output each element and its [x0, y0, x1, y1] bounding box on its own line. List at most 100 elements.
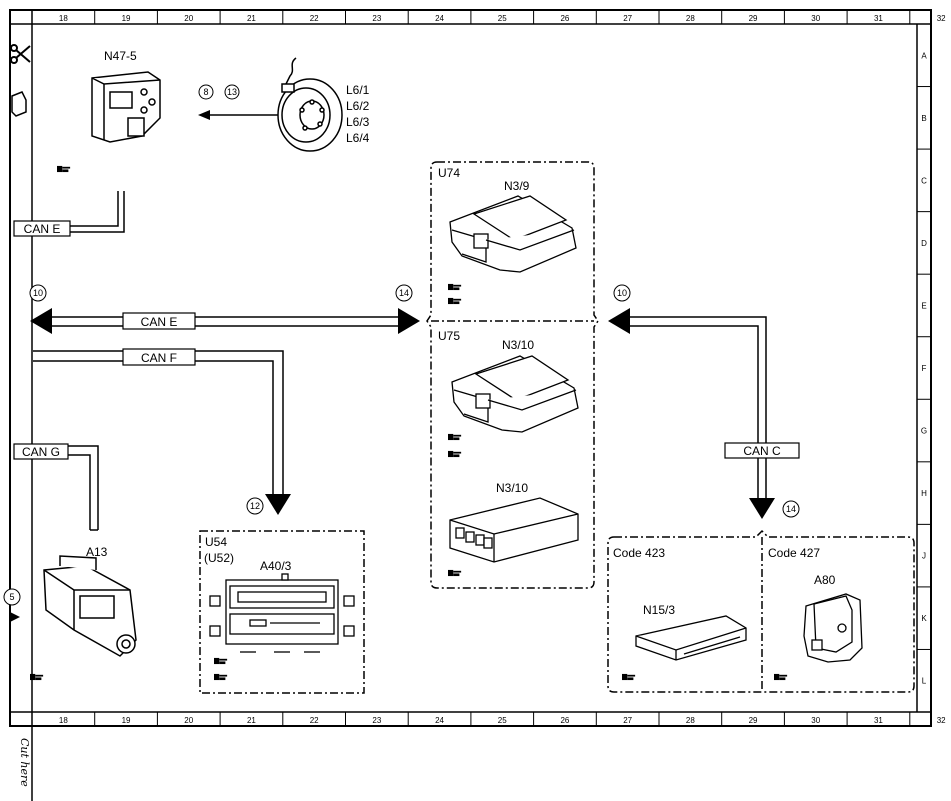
column-label-27: 27 [623, 716, 632, 725]
column-label-30: 30 [811, 716, 820, 725]
row-label-G: G [921, 427, 927, 436]
row-label-F: F [922, 364, 927, 373]
column-label-32: 32 [937, 14, 946, 23]
n3-10-a-label: N3/10 [502, 338, 534, 352]
arrow-down-icon [749, 498, 775, 519]
manual-reference-icon [774, 673, 788, 681]
svg-text:8: 8 [203, 87, 208, 97]
brake-disc-sensor-icon [277, 57, 343, 152]
l6-2-label: L6/2 [346, 99, 370, 113]
column-label-26: 26 [560, 14, 569, 23]
column-label-21: 21 [247, 716, 256, 725]
column-label-31: 31 [874, 14, 883, 23]
marker-13: 13 [224, 84, 240, 100]
manual-reference-icon [448, 433, 462, 441]
column-label-28: 28 [686, 14, 695, 23]
svg-text:13: 13 [227, 87, 237, 97]
marker-8: 8 [198, 84, 214, 100]
u54-label: U54 [205, 535, 227, 549]
code-group-box [607, 529, 915, 693]
row-label-E: E [921, 301, 926, 310]
column-label-25: 25 [498, 14, 507, 23]
manual-reference-icon [448, 450, 462, 458]
arrow-left-icon [30, 308, 52, 334]
can-e-main-label: CAN E [141, 315, 178, 329]
u74-label: U74 [438, 166, 460, 180]
row-label-H: H [921, 489, 927, 498]
u52-label: (U52) [204, 551, 234, 565]
l6-labels: L6/1 L6/2 L6/3 L6/4 [346, 83, 370, 145]
column-label-29: 29 [749, 716, 758, 725]
can-f-label: CAN F [141, 351, 177, 365]
marker-5: 5 [3, 588, 21, 606]
manual-reference-icon [448, 283, 462, 291]
row-label-D: D [921, 239, 927, 248]
column-label-25: 25 [498, 716, 507, 725]
marker-14-bottom: 14 [782, 500, 800, 518]
u54-group-box [199, 530, 365, 694]
row-label-K: K [921, 614, 927, 623]
column-label-27: 27 [623, 14, 632, 23]
arrow-left-icon [608, 308, 630, 334]
manual-reference-icon [448, 569, 462, 577]
manual-reference-icon [214, 673, 228, 681]
n47-5-unit-icon [91, 71, 161, 143]
manual-reference-icon [30, 673, 44, 681]
scissors-icon [10, 44, 31, 64]
column-label-22: 22 [310, 716, 319, 725]
a40-3-display-icon [209, 573, 355, 653]
manual-reference-icon [214, 657, 228, 665]
column-label-26: 26 [560, 716, 569, 725]
marker-10-right: 10 [613, 284, 631, 302]
binding-tab-icon [11, 91, 27, 117]
svg-text:14: 14 [786, 504, 796, 514]
can-g-tag [13, 443, 69, 460]
svg-text:12: 12 [250, 501, 260, 511]
column-label-19: 19 [122, 14, 131, 23]
row-label-L: L [922, 677, 927, 686]
u74-u75-group-box [426, 161, 599, 589]
cut-here-note: Cut here [18, 738, 31, 787]
marker-14-center: 14 [395, 284, 413, 302]
marker-12: 12 [246, 497, 264, 515]
can-c-label: CAN C [743, 444, 781, 458]
row-label-J: J [922, 552, 926, 561]
u75-label: U75 [438, 329, 460, 343]
column-label-32: 32 [937, 716, 946, 725]
can-c-tag [724, 442, 800, 459]
n15-3-label: N15/3 [643, 603, 675, 617]
code-423-label: Code 423 [613, 546, 665, 560]
column-label-23: 23 [372, 716, 381, 725]
column-label-30: 30 [811, 14, 820, 23]
can-e-bus [50, 316, 400, 327]
column-label-19: 19 [122, 716, 131, 725]
column-label-20: 20 [184, 14, 193, 23]
can-f-bus [33, 350, 284, 494]
column-label-31: 31 [874, 716, 883, 725]
manual-reference-icon [622, 673, 636, 681]
n3-10-b-label: N3/10 [496, 481, 528, 495]
code-427-label: Code 427 [768, 546, 820, 560]
n15-3-module-icon [635, 615, 747, 661]
column-label-24: 24 [435, 716, 444, 725]
arrow-head-icon [198, 110, 210, 120]
l6-4-label: L6/4 [346, 131, 370, 145]
manual-reference-icon [448, 297, 462, 305]
n47-5-label: N47-5 [104, 49, 137, 63]
a13-label: A13 [86, 545, 108, 559]
n3-10-ecu-icon [451, 355, 579, 433]
arrow-right-small-icon [10, 612, 20, 622]
row-label-B: B [921, 114, 926, 123]
column-label-28: 28 [686, 716, 695, 725]
can-e-top-tag [13, 220, 71, 237]
can-e-main-tag [122, 312, 196, 330]
arrow-down-icon [265, 494, 291, 515]
a13-module-icon [43, 555, 137, 657]
svg-text:5: 5 [9, 592, 14, 602]
column-label-21: 21 [247, 14, 256, 23]
manual-reference-icon [57, 165, 71, 173]
